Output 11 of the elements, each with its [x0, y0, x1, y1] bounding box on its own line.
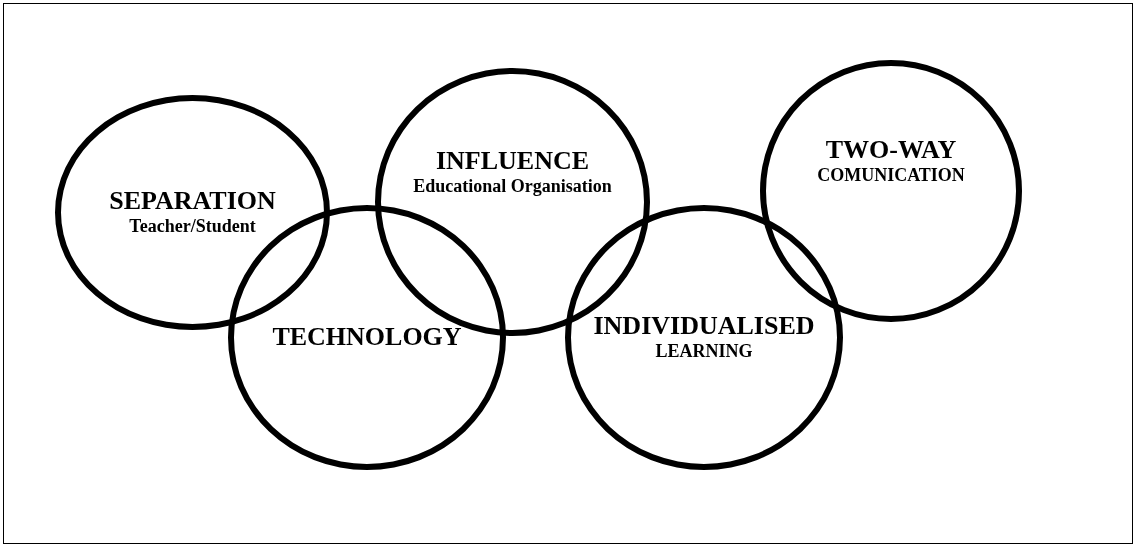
heading-text: TECHNOLOGY — [272, 323, 462, 352]
heading-text: INDIVIDUALISED — [593, 312, 815, 341]
subtitle-text: COMUNICATION — [817, 164, 965, 187]
circle — [565, 205, 843, 470]
subtitle-text: LEARNING — [655, 341, 753, 363]
heading-text: TWO-WAY — [825, 135, 957, 165]
circle — [55, 95, 330, 330]
subtitle-text: Teacher/Student — [129, 216, 256, 238]
heading-text: INFLUENCE — [435, 146, 590, 176]
heading-text: SEPARATION — [109, 187, 276, 216]
subtitle-text: Educational Organisation — [413, 175, 612, 198]
